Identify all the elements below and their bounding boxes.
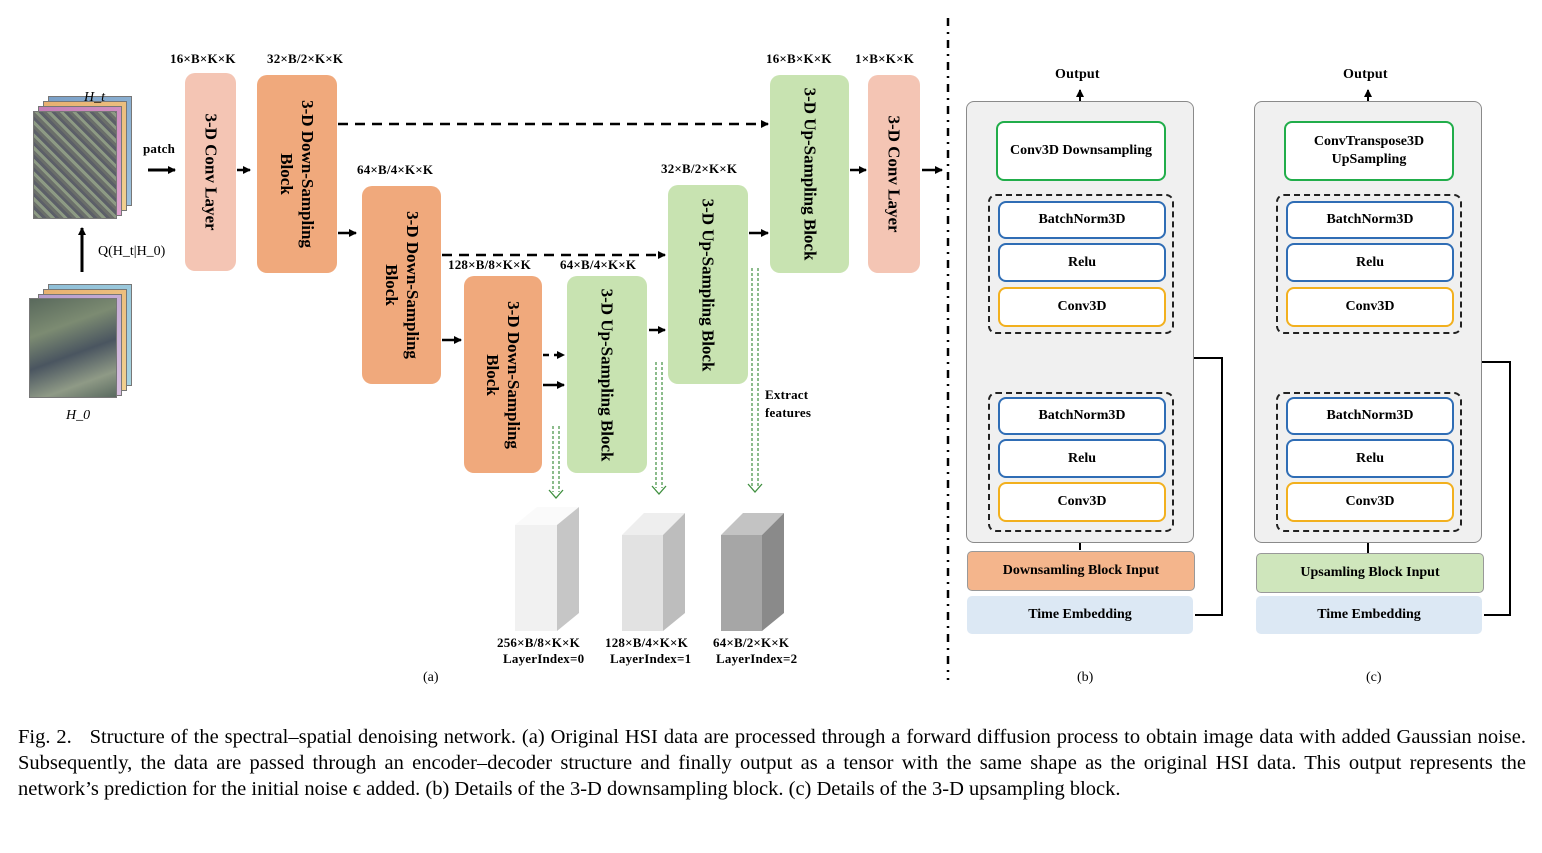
conv-out-label: 3-D Conv Layer xyxy=(884,115,904,233)
down1-label: 3-D Down-Sampling Block xyxy=(277,100,317,248)
feature-1-dims: 128×B/4×K×K xyxy=(605,635,688,650)
b-conv3d-lower: Conv3D xyxy=(998,482,1166,522)
conv-in-dims: 16×B×K×K xyxy=(170,51,236,66)
c-upper-group xyxy=(1276,194,1462,334)
up3-block: 3-D Up-Sampling Block xyxy=(770,75,849,273)
up1-dims: 64×B/4×K×K xyxy=(560,257,637,272)
conv-out-dims: 1×B×K×K xyxy=(855,51,915,66)
feature-extract-arrows xyxy=(552,268,759,492)
down1-dims: 32×B/2×K×K xyxy=(267,51,344,66)
b-batchnorm-lower: BatchNorm3D xyxy=(998,397,1166,435)
b-block-input: Downsamling Block Input xyxy=(967,551,1195,591)
c-conv3d-upper: Conv3D xyxy=(1286,287,1454,327)
feature-0-index: LayerIndex=0 xyxy=(503,651,585,666)
c-conv3d-lower: Conv3D xyxy=(1286,482,1454,522)
h-t-label: H_t xyxy=(84,90,105,105)
up2-label: 3-D Up-Sampling Block xyxy=(698,198,718,371)
c-batchnorm-upper: BatchNorm3D xyxy=(1286,201,1454,239)
down3-label: 3-D Down-Sampling Block xyxy=(483,300,523,449)
conv-in-label: 3-D Conv Layer xyxy=(201,113,220,231)
extract-features-label: Extract features xyxy=(765,387,812,420)
up3-dims: 16×B×K×K xyxy=(766,51,832,66)
b-upper-group xyxy=(988,194,1174,334)
up1-label: 3-D Up-Sampling Block xyxy=(597,288,617,461)
up2-block: 3-D Up-Sampling Block xyxy=(668,185,748,384)
feature-2-dims: 64×B/2×K×K xyxy=(713,635,790,650)
up2-dims: 32×B/2×K×K xyxy=(661,161,738,176)
b-relu-upper: Relu xyxy=(998,243,1166,282)
down2-dims: 64×B/4×K×K xyxy=(357,162,434,177)
up3-label: 3-D Up-Sampling Block xyxy=(800,87,819,261)
c-block-input: Upsamling Block Input xyxy=(1256,553,1484,593)
down1-block: 3-D Down-Sampling Block xyxy=(257,75,337,273)
up1-block: 3-D Up-Sampling Block xyxy=(567,276,647,473)
panel-a-tag: (a) xyxy=(423,670,439,685)
down3-block: 3-D Down-Sampling Block xyxy=(464,276,542,473)
c-time-embedding: Time Embedding xyxy=(1256,596,1482,634)
feature-cubes xyxy=(515,507,784,631)
panel-b-tag: (b) xyxy=(1077,670,1094,685)
b-conv3d-upper: Conv3D xyxy=(998,287,1166,327)
forward-diffusion-label: Q(H_t|H_0) xyxy=(98,244,166,259)
c-convtranspose3d-upsampling: ConvTranspose3D UpSampling xyxy=(1284,121,1454,181)
c-batchnorm-lower: BatchNorm3D xyxy=(1286,397,1454,435)
c-output-label: Output xyxy=(1343,67,1388,82)
feature-2-index: LayerIndex=2 xyxy=(716,651,798,666)
feature-0-dims: 256×B/8×K×K xyxy=(497,635,580,650)
patch-label: patch xyxy=(143,141,176,156)
down3-dims: 128×B/8×K×K xyxy=(448,257,531,272)
conv-in-block: 3-D Conv Layer xyxy=(185,73,236,271)
down2-label: 3-D Down-Sampling Block xyxy=(381,211,422,359)
feature-1-index: LayerIndex=1 xyxy=(610,651,692,666)
b-time-embedding: Time Embedding xyxy=(967,596,1193,634)
b-conv3d-downsampling: Conv3D Downsampling xyxy=(996,121,1166,181)
conv-out-block: 3-D Conv Layer xyxy=(868,75,920,273)
c-lower-group xyxy=(1276,392,1462,532)
down2-block: 3-D Down-Sampling Block xyxy=(362,186,441,384)
b-batchnorm-upper: BatchNorm3D xyxy=(998,201,1166,239)
figure-caption: Fig. 2. Structure of the spectral–spatia… xyxy=(18,726,1532,800)
b-relu-lower: Relu xyxy=(998,439,1166,478)
b-output-label: Output xyxy=(1055,67,1100,82)
c-relu-upper: Relu xyxy=(1286,243,1454,282)
h-0-label: H_0 xyxy=(66,408,91,423)
panel-c-tag: (c) xyxy=(1366,670,1382,685)
c-relu-lower: Relu xyxy=(1286,439,1454,478)
b-lower-group xyxy=(988,392,1174,532)
